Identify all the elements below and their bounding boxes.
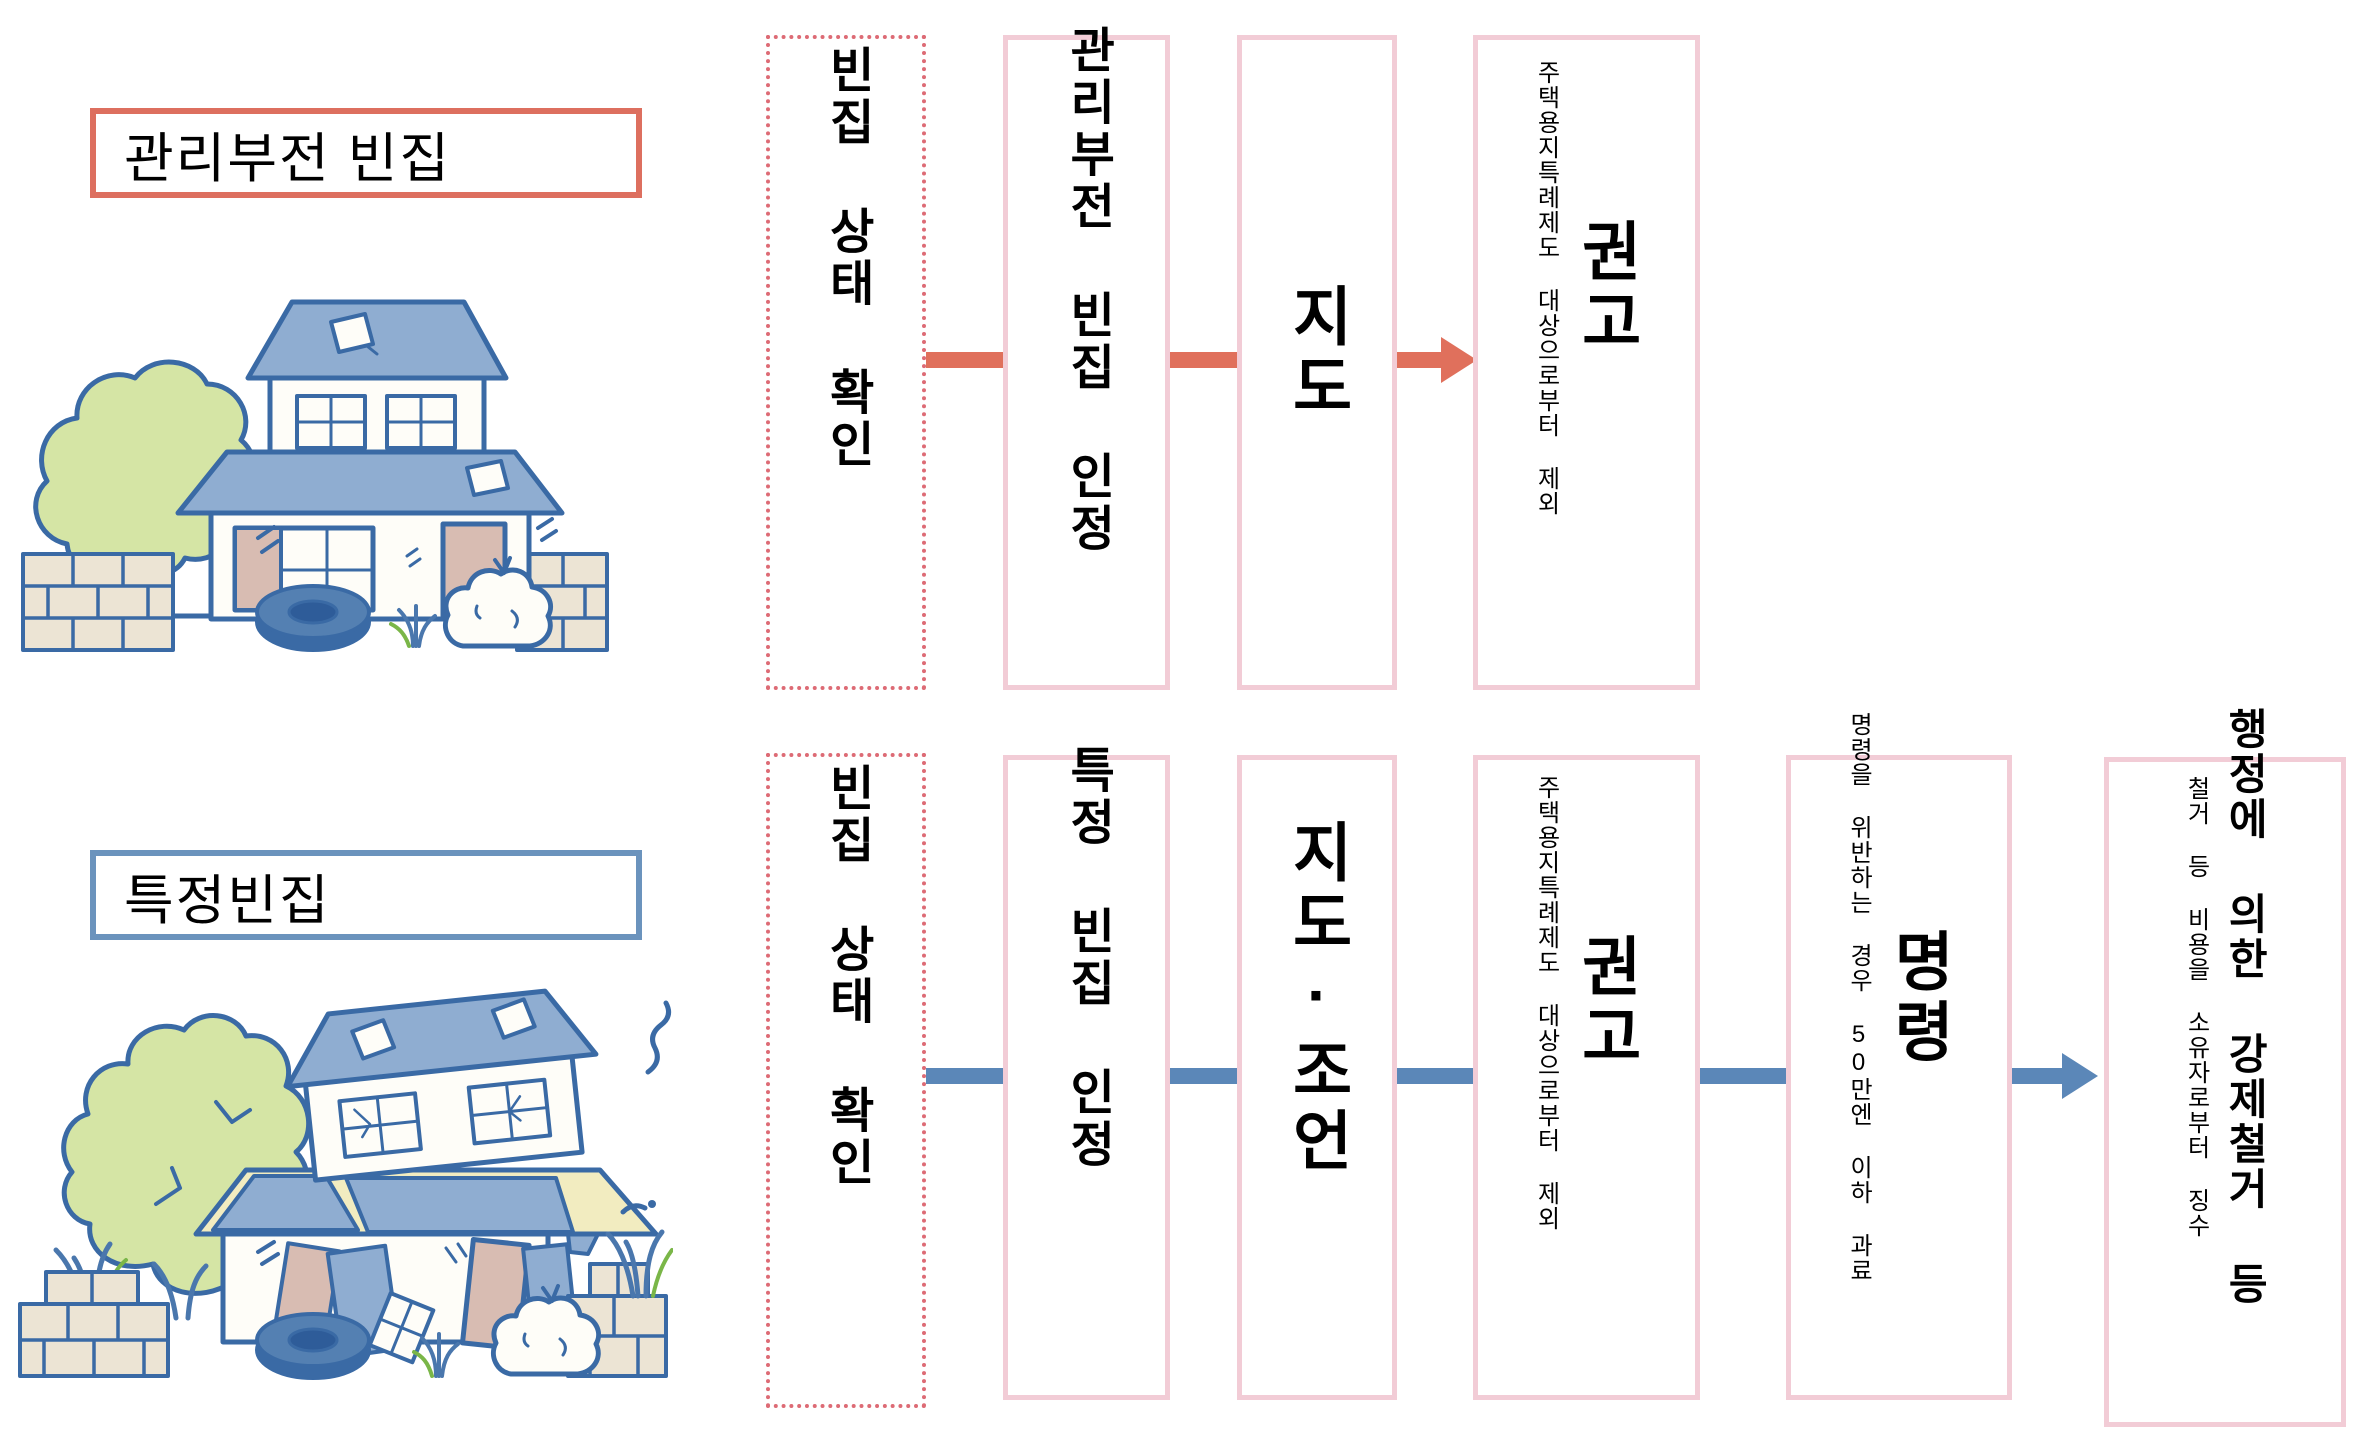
row1-step-check: 빈집 상태 확인 [766,35,926,690]
row1-step-advice: 주택용지특례제도 대상으로부터 제외 권고 [1473,35,1700,690]
crack-mark [256,525,280,554]
upper-story [245,299,509,464]
row1-connector-2 [1168,352,1238,368]
row2-step-check-text: 빈집 상태 확인 [820,762,874,1189]
row2-step-check: 빈집 상태 확인 [766,753,926,1408]
intact-house-illustration [21,299,609,652]
skylight [350,1018,397,1061]
row2-step-guidance: 지도·조언 [1237,755,1397,1400]
row2-step-order: 명령을 위반하는 경우 50만엔 이하 과료 명령 [1786,712,2012,1400]
row2-step-recognition-text: 특정 빈집 인정 [1060,744,1114,1171]
row2-step-order-note: 명령을 위반하는 경우 50만엔 이하 과료 [1845,712,1872,1283]
row2-connector-1 [926,1068,1004,1084]
row2-step-demolition-note: 철거 등 비용을 소유자로부터 징수 [2182,776,2210,1238]
row2-step-demolition-text: 행정에 의한 강제철거 등 [2221,707,2269,1307]
crack-mark [256,1240,280,1266]
upper-roof [245,299,509,381]
row2-step-advice: 주택용지특례제도 대상으로부터 제외 권고 [1473,755,1700,1400]
damaged-house-group [18,988,673,1380]
row1-step-recognition: 관리부전 빈집 인정 [1003,25,1170,690]
crack-mark [536,517,558,542]
crack-mark [444,1242,468,1264]
row2-step-recognition: 특정 빈집 인정 [1003,745,1170,1400]
grass-tuft [389,604,437,648]
grass-tuft-center [412,1332,460,1378]
damaged-house-illustration [18,988,673,1380]
row1-arrowhead [1441,337,1477,383]
row2-connector-4 [1698,1068,1788,1084]
trash-bag-icon [490,1284,602,1377]
row1-connector-1 [926,352,1004,368]
lower-skylight [465,459,510,497]
row2-arrow-body [2012,1068,2064,1084]
tall-grass-right [605,1229,673,1299]
row2-category-label-text: 특정빈집 [124,870,331,931]
row2-arrowhead [2062,1053,2098,1099]
row1-step-guidance-text: 지도 [1281,282,1354,423]
row1-step-guidance: 지도 [1237,35,1397,690]
row2-step-advice-note: 주택용지특례제도 대상으로부터 제외 [1532,774,1560,1231]
row1-category-label-text: 관리부전 빈집 [124,128,452,189]
row2-connector-3 [1397,1068,1475,1084]
row2-step-guidance-text: 지도·조언 [1281,818,1354,1177]
skylight [329,312,375,354]
tire-icon [255,584,371,652]
row2-step-demolition: 철거 등 비용을 소유자로부터 징수 행정에 의한 강제철거 등 [2104,707,2346,1427]
crack-mark [405,547,422,568]
row2-step-order-text: 명령 [1883,927,1956,1068]
squiggle-dot [648,1200,656,1208]
row1-category-label: 관리부전 빈집 [90,108,642,198]
skylight [490,997,537,1040]
row2-category-label: 특정빈집 [90,850,642,940]
row1-step-advice-text: 권고 [1570,217,1643,358]
row2-connector-2 [1168,1068,1238,1084]
squiggle-mark [620,1203,648,1215]
row1-step-recognition-text: 관리부전 빈집 인정 [1060,25,1114,555]
row2-step-advice-text: 권고 [1570,932,1643,1073]
hanging-roof-piece [566,1232,600,1256]
row1-step-advice-note: 주택용지특례제도 대상으로부터 제외 [1532,59,1560,516]
squiggle-mark [645,1000,672,1075]
brick-wall-left [21,552,175,652]
row1-step-check-text: 빈집 상태 확인 [820,44,874,471]
row1-arrow-body [1397,352,1443,368]
tilted-upper-story [285,988,599,1183]
tire-icon [255,1312,371,1380]
intact-house-group [21,299,609,652]
trash-bag-icon [442,556,554,649]
broken-brick-wall-left [18,1270,170,1378]
